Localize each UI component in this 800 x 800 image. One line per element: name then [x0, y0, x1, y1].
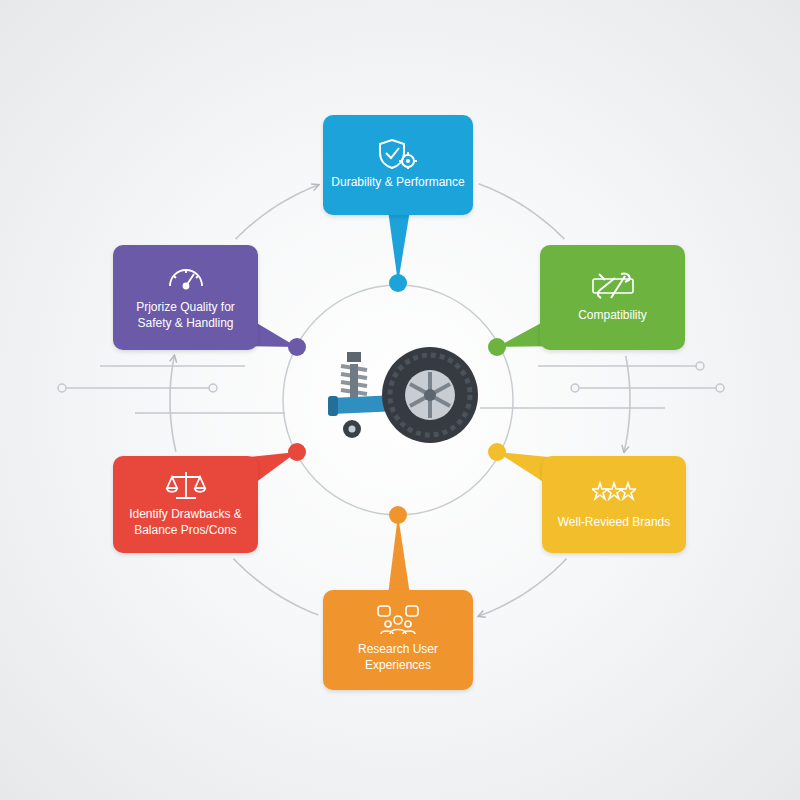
small-wheel-hub	[349, 426, 356, 433]
guide-circles	[283, 285, 513, 515]
callout-box: Prjorize Quality for Safety & Handling	[113, 245, 258, 350]
box-icon	[164, 262, 208, 294]
cycle-arrow	[479, 559, 567, 617]
shock-rod	[350, 364, 358, 402]
circuit-line	[480, 407, 665, 409]
anchor-dot	[488, 443, 506, 461]
anchor-dot	[389, 506, 407, 524]
circuit-line	[538, 365, 696, 367]
circuit-dot	[571, 384, 579, 392]
small-wheel	[343, 420, 361, 438]
suspension-illustration	[328, 347, 478, 443]
hub	[424, 389, 436, 401]
rim	[405, 370, 455, 420]
box-icon	[592, 477, 636, 509]
anchor-dot	[488, 338, 506, 356]
spoke	[410, 384, 450, 406]
box-label: Compatibility	[578, 308, 647, 324]
arm-bushing	[328, 396, 338, 416]
callout-box: Identify Drawbacks & Balance Pros/Cons	[113, 456, 258, 553]
circuit-dot	[209, 384, 217, 392]
box-label: Identify Drawbacks & Balance Pros/Cons	[121, 507, 250, 538]
callout-tails	[231, 210, 569, 595]
callout-box: Compatibility	[540, 245, 685, 350]
circuit-dot	[58, 384, 66, 392]
box-icon	[376, 604, 420, 636]
tire-tread	[390, 355, 470, 435]
circuit-dot	[696, 362, 704, 370]
tire	[382, 347, 478, 443]
shock-top	[347, 352, 361, 362]
circuit-dot	[716, 384, 724, 392]
box-label: Well-Revieed Brands	[558, 515, 671, 531]
callout-tail	[388, 210, 410, 283]
anchor-dot	[288, 338, 306, 356]
cycle-arrow	[236, 185, 319, 239]
cycle-arrow	[624, 356, 630, 452]
box-icon	[591, 270, 635, 302]
circuit-line	[66, 387, 209, 389]
callout-box: Well-Revieed Brands	[542, 456, 686, 553]
anchor-dot	[288, 443, 306, 461]
circuit-line	[579, 387, 716, 389]
inner-ring	[283, 285, 513, 515]
callout-tail	[388, 515, 410, 595]
cycle-arrow	[233, 559, 318, 615]
callout-box: Research User Experiences	[323, 590, 473, 690]
cycle-arrow	[170, 356, 176, 452]
anchor-dot	[389, 274, 407, 292]
box-label: Prjorize Quality for Safety & Handling	[121, 300, 250, 331]
cycle-arrow	[479, 184, 565, 239]
box-label: Durability & Performance	[331, 175, 464, 191]
box-icon	[376, 137, 420, 169]
spoke	[410, 384, 450, 406]
circuit-line	[135, 412, 285, 414]
box-icon	[164, 469, 208, 501]
callout-box: Durability & Performance	[323, 115, 473, 215]
box-label: Research User Experiences	[331, 642, 465, 673]
rim-spokes	[410, 372, 450, 418]
